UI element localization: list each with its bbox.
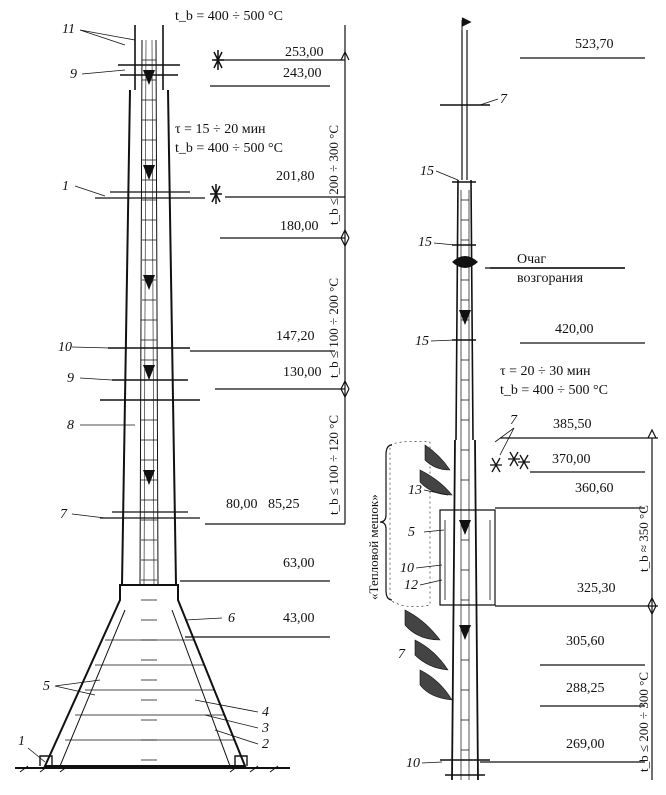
fire-source-label-line1: Очаг: [517, 252, 546, 267]
left-elevation-lines: [180, 59, 345, 638]
callout-6: 6: [228, 611, 235, 626]
heat-bag-brace: [379, 444, 393, 601]
callout-3: 3: [261, 721, 269, 736]
elevation-385: 385,50: [553, 417, 592, 432]
note-top-temperature: t_b = 400 ÷ 500 °C: [175, 9, 283, 24]
note-mid-duration: τ = 15 ÷ 20 мин: [175, 122, 266, 137]
elevation-360: 360,60: [575, 481, 614, 496]
heat-bag-area: [389, 441, 453, 701]
zone-label-lower: t_b ≤ 100 ÷ 120 °C: [326, 415, 341, 515]
callout-15-b: 15: [418, 235, 432, 250]
callout-5: 5: [43, 679, 50, 694]
zone-label-bottom: t_b ≤ 200 ÷ 300 °C: [636, 672, 651, 772]
left-tower-flow-arrows: [143, 70, 155, 485]
callout-15-a: 15: [420, 164, 434, 179]
elevation-420: 420,00: [555, 322, 594, 337]
elevation-85: 85,25: [268, 497, 300, 512]
callout-7-top: 7: [500, 92, 508, 107]
callout-7-bottom: 7: [398, 647, 406, 662]
callout-10-bottom: 10: [406, 756, 420, 771]
fire-source-icon: [452, 256, 478, 268]
elevation-180: 180,00: [280, 219, 319, 234]
callout-8: 8: [67, 418, 74, 433]
callout-1-top: 1: [62, 179, 69, 194]
elevation-523: 523,70: [575, 37, 614, 52]
callout-1-bottom: 1: [18, 734, 25, 749]
left-tower-drawing: [15, 25, 290, 773]
elevation-201: 201,80: [276, 169, 315, 184]
callout-12: 12: [404, 578, 418, 593]
note-duration-right: τ = 20 ÷ 30 мин: [500, 364, 591, 379]
right-tower-drawing: [439, 17, 496, 781]
elevation-63: 63,00: [283, 556, 315, 571]
right-tower-flow-arrows: [459, 310, 471, 640]
left-callout-leaders: [27, 29, 259, 763]
elevation-130: 130,00: [283, 365, 322, 380]
note-temperature-right: t_b = 400 ÷ 500 °C: [500, 383, 608, 398]
elevation-305: 305,60: [566, 634, 605, 649]
zone-label-upper: t_b ≤ 200 ÷ 300 °C: [326, 125, 341, 225]
elevation-288: 288,25: [566, 681, 605, 696]
callout-15-c: 15: [415, 334, 429, 349]
elevation-43: 43,00: [283, 611, 315, 626]
elevation-147: 147,20: [276, 329, 315, 344]
callout-2: 2: [262, 737, 269, 752]
callout-9-mid: 9: [67, 371, 74, 386]
elevation-370: 370,00: [552, 452, 591, 467]
callout-5-right: 5: [408, 525, 415, 540]
note-mid-temperature: t_b = 400 ÷ 500 °C: [175, 141, 283, 156]
callout-11: 11: [62, 22, 75, 37]
callout-7-mid: 7: [510, 413, 518, 428]
fire-source-label-line2: возгорания: [517, 271, 584, 286]
elevation-253: 253,00: [285, 45, 324, 60]
fire-star-icon: [210, 50, 224, 204]
heat-bag-label: «Тепловой мешок»: [366, 494, 381, 600]
right-callout-leaders: [415, 98, 515, 764]
callout-9-top: 9: [70, 67, 77, 82]
left-zone-dimension: [340, 25, 350, 524]
callout-4: 4: [262, 705, 269, 720]
fire-star-icon: [490, 451, 530, 473]
elevation-243: 243,00: [283, 66, 322, 81]
elevation-269: 269,00: [566, 737, 605, 752]
elevation-80: 80,00: [226, 497, 258, 512]
callout-10: 10: [58, 340, 72, 355]
zone-label-heat: t_b ≈ 350 °C: [636, 505, 651, 572]
callout-7: 7: [60, 507, 68, 522]
zone-label-middle: t_b ≤ 100 ÷ 200 °C: [326, 278, 341, 378]
elevation-325: 325,30: [577, 581, 616, 596]
callout-10-right: 10: [400, 561, 414, 576]
callout-13: 13: [408, 483, 422, 498]
